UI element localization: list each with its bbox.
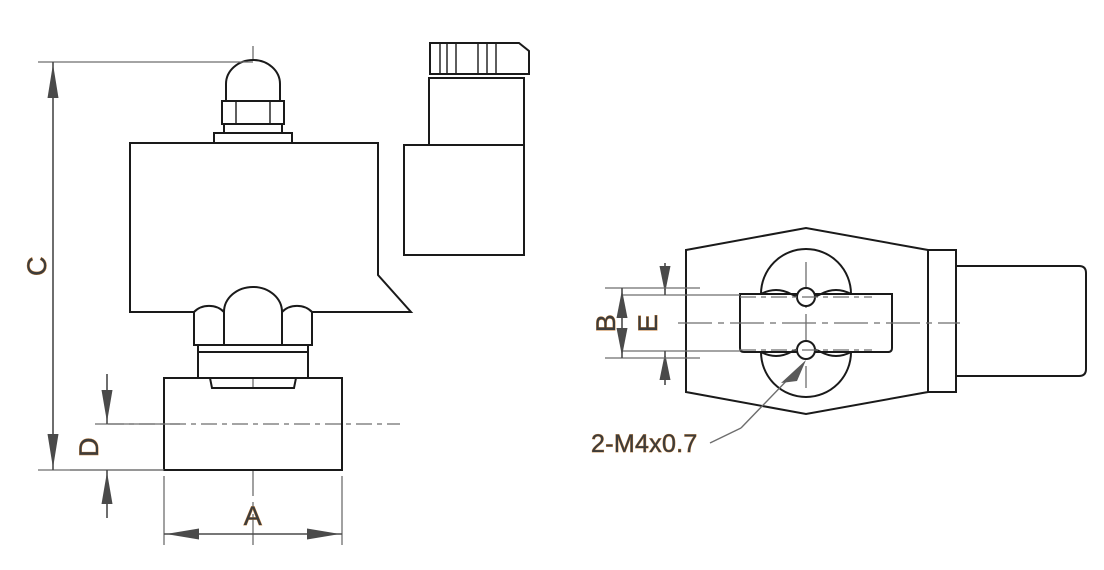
mounting-hole-lower [740,340,872,360]
dim-e-arrow-top [659,266,671,293]
upper-boss-arc [760,248,852,295]
dim-d-arrow-bottom [101,472,113,504]
connector-neck [428,77,525,146]
dim-e-label: E [633,314,663,333]
dimension-a: A [163,476,343,545]
top-washer-plate [213,132,293,144]
dim-c-arrow-top [47,64,59,98]
thread-leader-arrow [781,360,806,383]
dim-b-arrow-top [616,290,628,318]
thread-note-label: 2-M4x0.7 [591,430,698,458]
dimension-d: D [70,374,180,518]
dim-b-label: B [591,314,621,333]
dim-e-arrow-bottom [659,353,671,380]
dim-d-label: D [74,437,104,457]
thread-callout: 2-M4x0.7 [591,360,806,458]
dome-cap [225,59,281,102]
hex-nut [221,100,285,125]
cable-gland-nut [429,42,530,75]
dim-c-arrow-bottom [47,434,59,468]
mounting-hole-upper [740,287,872,307]
dimension-b: B [591,287,700,359]
coil-body-outline [129,142,414,313]
dim-a-arrow-right [307,528,340,540]
flange-band [927,249,957,393]
dimension-e: E [622,263,740,385]
electrical-connector [403,42,530,256]
dim-a-arrow-left [166,528,199,540]
lower-washer [197,344,309,353]
dim-d-arrow-top [101,390,113,422]
nut-chamfer-band [223,123,283,134]
bottom-plan-view: E B 2-M4x0.7 [591,226,1087,458]
dim-a-label: A [244,501,263,531]
thread-leader-horizontal [709,427,742,444]
solenoid-coil-body [129,142,414,313]
valve-neck-collar [197,351,309,379]
coil-block [955,265,1087,377]
lower-boss-arc [760,351,852,398]
lower-hex-nut-assembly [193,286,313,379]
front-elevation-view: C D A [22,42,530,545]
dim-c-label: C [22,256,52,276]
dome-cap-assembly [213,59,293,144]
dim-b-arrow-bottom [616,328,628,356]
connector-housing [403,144,525,256]
